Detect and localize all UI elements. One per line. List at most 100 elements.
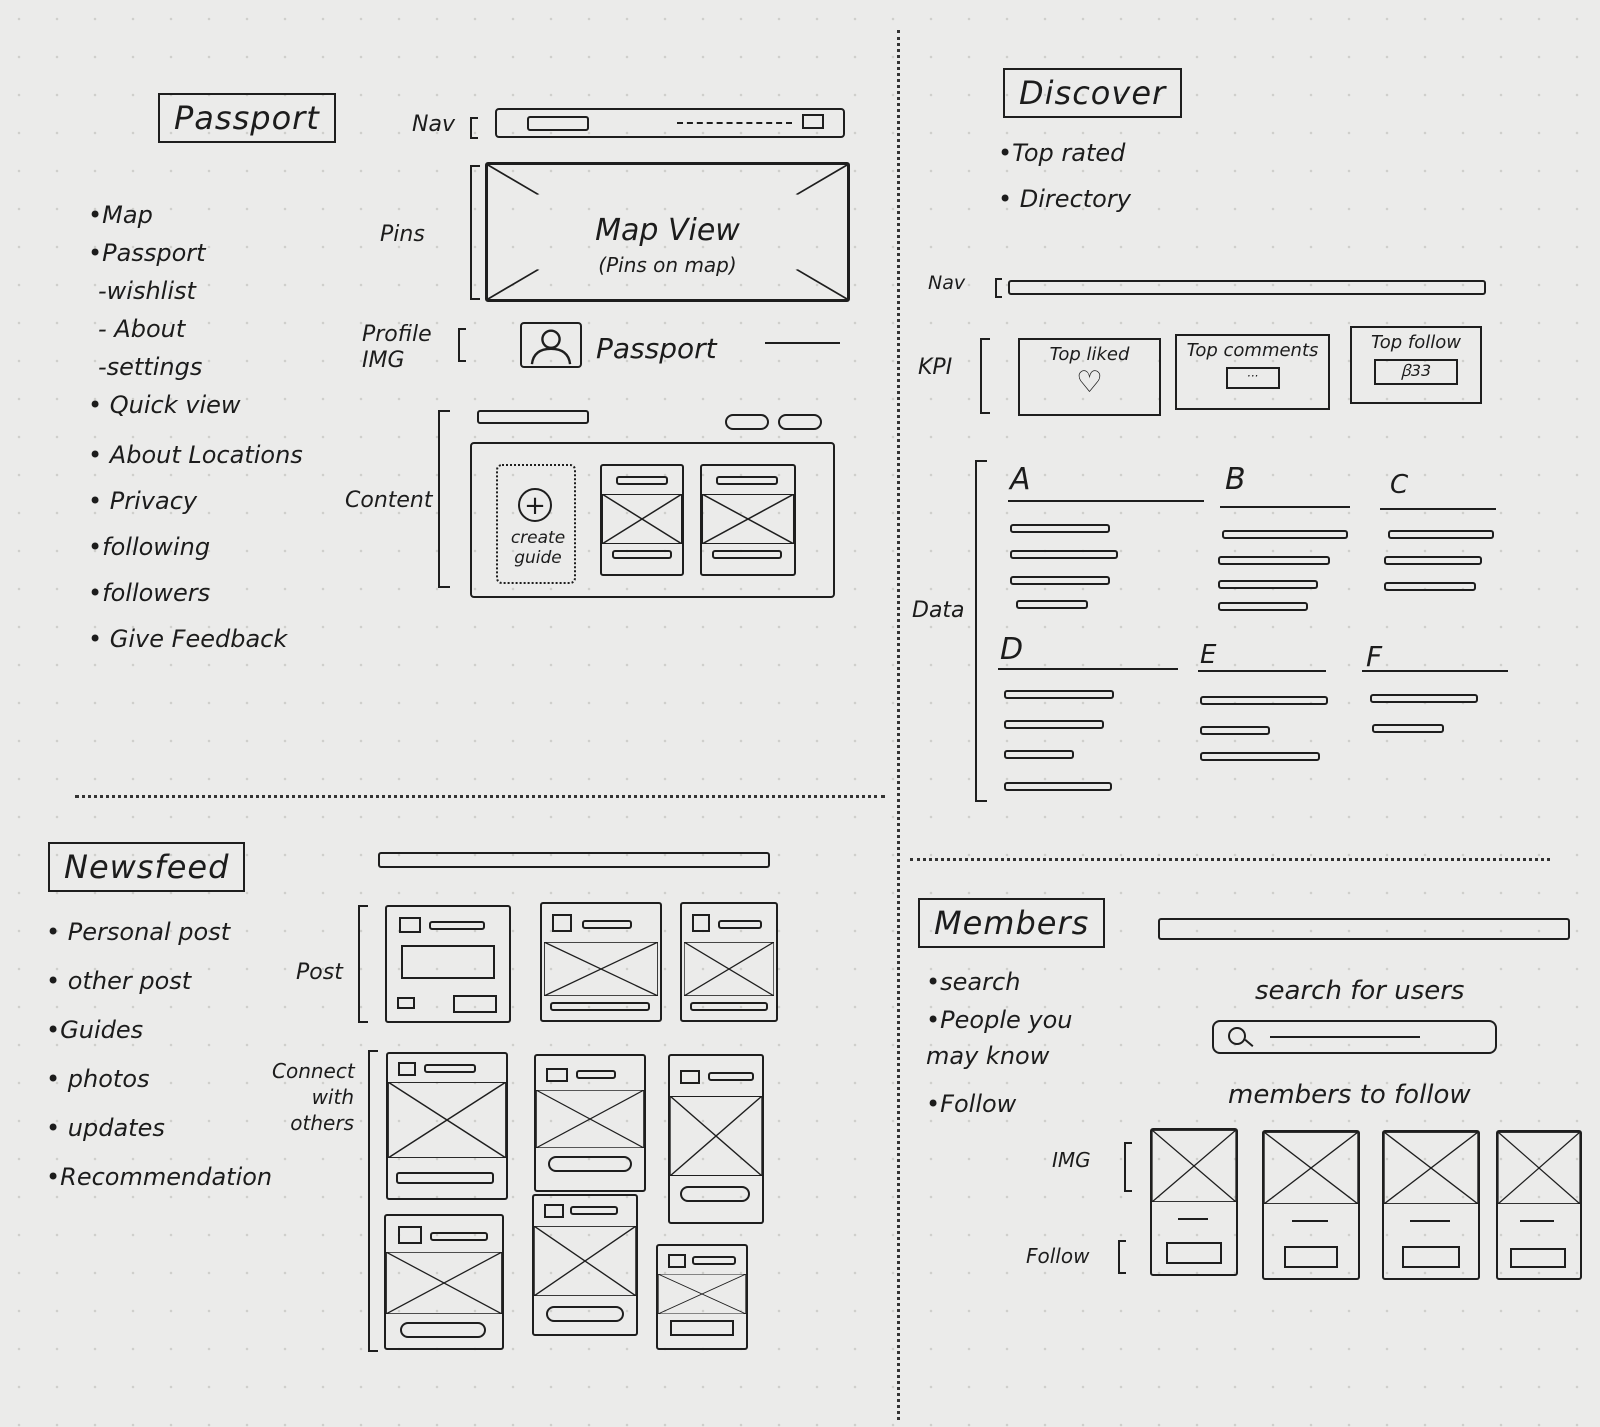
- directory-entry[interactable]: [1384, 556, 1482, 565]
- directory-entry[interactable]: [1010, 576, 1110, 585]
- post-footer-line: [550, 1002, 650, 1011]
- connect-card[interactable]: [668, 1054, 764, 1224]
- connect-card[interactable]: [656, 1244, 748, 1350]
- passport-nav-bar[interactable]: [495, 108, 845, 138]
- card-name-line: [692, 1256, 736, 1265]
- discover-item: • Directory: [998, 185, 1131, 213]
- search-placeholder-line: [1270, 1036, 1420, 1038]
- directory-entry[interactable]: [1218, 602, 1308, 611]
- newsfeed-nav-bar[interactable]: [378, 852, 770, 868]
- discover-title: Discover: [1003, 68, 1183, 118]
- img-bracket: [1124, 1142, 1132, 1192]
- content-container: + create guide: [470, 442, 835, 598]
- post-button[interactable]: [453, 995, 497, 1013]
- newsfeed-title: Newsfeed: [48, 842, 246, 892]
- directory-entry[interactable]: [1218, 556, 1330, 565]
- discover-nav-bar[interactable]: [1008, 280, 1486, 295]
- directory-entry[interactable]: [1004, 782, 1112, 791]
- connect-button[interactable]: [546, 1306, 624, 1322]
- avatar: [544, 1204, 564, 1218]
- nav-bracket: [470, 117, 478, 139]
- post-card[interactable]: [680, 902, 778, 1022]
- passport-feature-list: •Map •Passport -wishlist - About -settin…: [88, 196, 303, 658]
- card-line: [612, 550, 672, 559]
- connect-button[interactable]: [680, 1186, 750, 1202]
- members-nav-bar[interactable]: [1158, 918, 1570, 940]
- post-card[interactable]: [540, 902, 662, 1022]
- toggle-icon-2[interactable]: [778, 414, 822, 430]
- directory-entry[interactable]: [1218, 580, 1318, 589]
- passport-item: • Privacy: [88, 487, 198, 515]
- directory-entry[interactable]: [1200, 726, 1270, 735]
- post-image: [684, 942, 774, 996]
- directory-entry[interactable]: [1384, 582, 1476, 591]
- follow-button[interactable]: [1166, 1242, 1222, 1264]
- img-label: IMG: [1052, 1148, 1091, 1172]
- directory-entry[interactable]: [1200, 696, 1328, 705]
- connect-button[interactable]: [548, 1156, 632, 1172]
- post-card-personal[interactable]: [385, 905, 511, 1023]
- post-bracket: [358, 905, 368, 1023]
- connect-button[interactable]: [400, 1322, 486, 1338]
- kpi-card-top-follow[interactable]: Top follow ꞵ33: [1350, 326, 1482, 404]
- connect-card[interactable]: [386, 1052, 508, 1200]
- member-card[interactable]: [1262, 1130, 1360, 1280]
- directory-entry[interactable]: [1388, 530, 1494, 539]
- nav-label: Nav: [412, 112, 455, 137]
- member-card[interactable]: [1150, 1128, 1238, 1276]
- follow-button[interactable]: [1402, 1246, 1460, 1268]
- card-image: [388, 1082, 506, 1158]
- directory-entry[interactable]: [1200, 752, 1320, 761]
- toggle-icon-1[interactable]: [725, 414, 769, 430]
- directory-entry[interactable]: [1372, 724, 1444, 733]
- connect-button[interactable]: [396, 1172, 494, 1184]
- guide-card[interactable]: [700, 464, 796, 576]
- members-title: Members: [918, 898, 1106, 948]
- newsfeed-feature-list: • Personal post • other post •Guides • p…: [46, 908, 272, 1202]
- map-view[interactable]: Map View (Pins on map): [485, 162, 850, 302]
- data-bracket: [975, 460, 987, 802]
- connect-card[interactable]: [384, 1214, 504, 1350]
- directory-entry[interactable]: [1010, 550, 1118, 559]
- discover-feature-list: •Top rated • Directory: [998, 130, 1131, 222]
- follow-button[interactable]: [1510, 1248, 1566, 1268]
- nav-logo-box[interactable]: [527, 116, 589, 131]
- connect-button[interactable]: [670, 1320, 734, 1336]
- passport-item: • About Locations: [88, 441, 303, 469]
- post-footer-line: [690, 1002, 768, 1011]
- search-icon-handle: [1244, 1039, 1254, 1047]
- post-action[interactable]: [397, 997, 415, 1009]
- create-guide-card[interactable]: + create guide: [496, 464, 576, 584]
- divider-right: [910, 858, 1550, 861]
- kpi-card-top-liked[interactable]: Top liked ♡: [1018, 338, 1161, 416]
- directory-entry[interactable]: [1004, 690, 1114, 699]
- member-name-line: [1292, 1220, 1328, 1222]
- directory-entry[interactable]: [1004, 720, 1104, 729]
- avatar[interactable]: [520, 322, 582, 368]
- member-search-input[interactable]: [1212, 1020, 1497, 1054]
- nav-menu-box[interactable]: [802, 114, 824, 129]
- directory-entry[interactable]: [1370, 694, 1478, 703]
- directory-entry[interactable]: [1222, 530, 1348, 539]
- directory-entry[interactable]: [1004, 750, 1074, 759]
- map-cross: [488, 165, 847, 299]
- discover-item: •Top rated: [998, 139, 1126, 167]
- card-name-line: [576, 1070, 616, 1079]
- member-card[interactable]: [1382, 1130, 1480, 1280]
- connect-card[interactable]: [532, 1194, 638, 1336]
- member-card[interactable]: [1496, 1130, 1582, 1280]
- kpi-card-top-comments[interactable]: Top comments ···: [1175, 334, 1330, 410]
- directory-letter: C: [1390, 470, 1409, 500]
- connect-card[interactable]: [534, 1054, 646, 1192]
- content-bracket: [438, 410, 450, 588]
- directory-letter: F: [1366, 640, 1383, 673]
- directory-entry[interactable]: [1010, 524, 1110, 533]
- map-subtitle: (Pins on map): [598, 253, 737, 277]
- follow-button[interactable]: [1284, 1246, 1338, 1268]
- comment-icon: ···: [1225, 367, 1280, 389]
- card-image: [658, 1274, 746, 1314]
- newsfeed-item: • Personal post: [46, 918, 231, 946]
- card-image: [386, 1252, 502, 1314]
- guide-card[interactable]: [600, 464, 684, 576]
- directory-entry[interactable]: [1016, 600, 1088, 609]
